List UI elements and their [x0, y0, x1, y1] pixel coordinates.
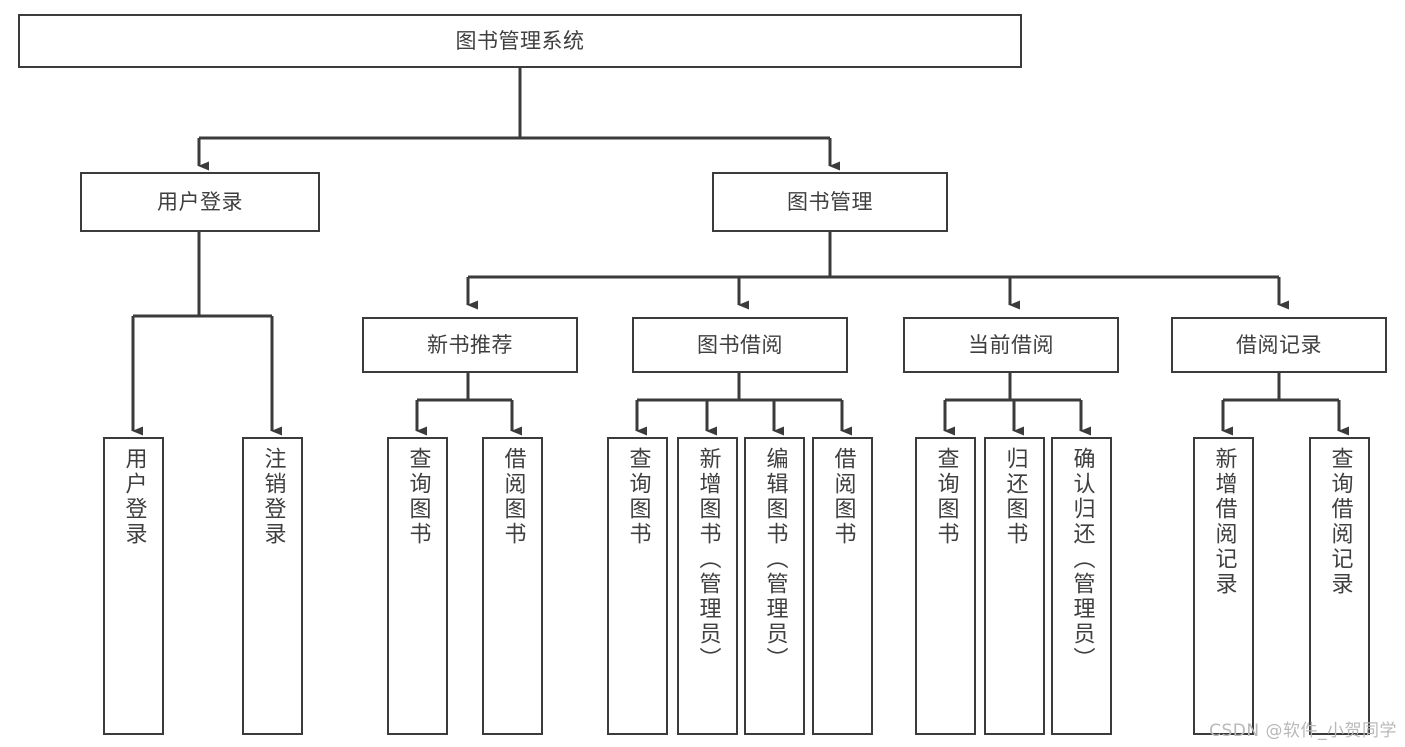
node-borrow-record-label: 借阅记录 [1236, 332, 1322, 357]
node-current-borrow-label: 当前借阅 [968, 332, 1054, 357]
node-borrow-record[interactable]: 借阅记录 [1171, 317, 1387, 373]
leaf-user-logout-label: 注销登录 [260, 447, 286, 547]
node-book-manage-label: 图书管理 [787, 189, 873, 214]
node-user-login-label: 用户登录 [157, 189, 243, 214]
leaf-query-book-3[interactable]: 查询图书 [915, 437, 976, 735]
leaf-confirm-return-label: 确认归还（管理员） [1069, 447, 1095, 672]
leaf-query-record-label: 查询借阅记录 [1327, 447, 1353, 597]
node-book-borrow[interactable]: 图书借阅 [632, 317, 848, 373]
node-new-book-recommend-label: 新书推荐 [427, 332, 513, 357]
leaf-query-record[interactable]: 查询借阅记录 [1309, 437, 1370, 735]
node-book-manage[interactable]: 图书管理 [712, 172, 948, 232]
leaf-add-book[interactable]: 新增图书（管理员） [677, 437, 738, 735]
leaf-user-login-label: 用户登录 [121, 447, 147, 547]
leaf-confirm-return[interactable]: 确认归还（管理员） [1051, 437, 1112, 735]
node-current-borrow[interactable]: 当前借阅 [903, 317, 1119, 373]
node-root[interactable]: 图书管理系统 [18, 14, 1022, 68]
leaf-user-login[interactable]: 用户登录 [103, 437, 164, 735]
node-new-book-recommend[interactable]: 新书推荐 [362, 317, 578, 373]
leaf-edit-book-label: 编辑图书（管理员） [762, 447, 788, 672]
leaf-add-book-label: 新增图书（管理员） [695, 447, 721, 672]
node-user-login[interactable]: 用户登录 [80, 172, 320, 232]
watermark-text: CSDN @软件_小贺同学 [1209, 721, 1397, 741]
leaf-edit-book[interactable]: 编辑图书（管理员） [744, 437, 805, 735]
leaf-borrow-book-2[interactable]: 借阅图书 [812, 437, 873, 735]
leaf-return-book[interactable]: 归还图书 [984, 437, 1045, 735]
leaf-borrow-book-1[interactable]: 借阅图书 [482, 437, 543, 735]
leaf-borrow-book-1-label: 借阅图书 [500, 447, 526, 547]
leaf-query-book-1-label: 查询图书 [405, 447, 431, 547]
node-book-borrow-label: 图书借阅 [697, 332, 783, 357]
leaf-add-record[interactable]: 新增借阅记录 [1193, 437, 1254, 735]
leaf-query-book-2-label: 查询图书 [625, 447, 651, 547]
leaf-return-book-label: 归还图书 [1002, 447, 1028, 547]
node-root-label: 图书管理系统 [455, 28, 585, 53]
leaf-borrow-book-2-label: 借阅图书 [830, 447, 856, 547]
leaf-query-book-2[interactable]: 查询图书 [607, 437, 668, 735]
leaf-query-book-1[interactable]: 查询图书 [387, 437, 448, 735]
leaf-user-logout[interactable]: 注销登录 [242, 437, 303, 735]
leaf-add-record-label: 新增借阅记录 [1211, 447, 1237, 597]
leaf-query-book-3-label: 查询图书 [933, 447, 959, 547]
